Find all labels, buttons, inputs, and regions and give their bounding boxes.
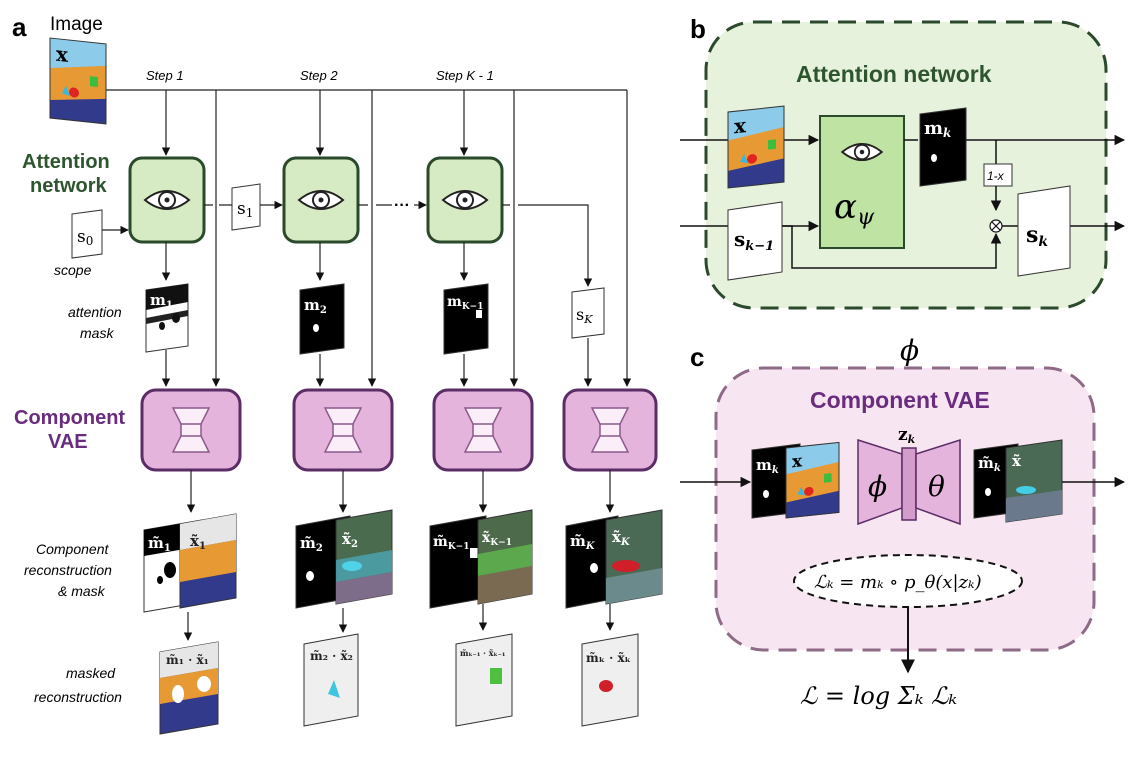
one-minus-x-box xyxy=(983,163,1013,187)
svg-text:m̃K−1: m̃K−1 xyxy=(433,533,469,552)
svg-text:x: x xyxy=(792,451,803,472)
scope-output: sk xyxy=(1017,185,1071,277)
attention-mask-3: mK−1 xyxy=(443,283,489,355)
vae-panel-title: Component VAE xyxy=(810,387,990,413)
svg-text:mk: mk xyxy=(924,118,951,140)
phi-top-label: ϕ xyxy=(900,334,919,367)
masked-recon-2: m̃₂ · x̃₂ xyxy=(303,633,359,727)
svg-text:m1: m1 xyxy=(150,291,173,311)
attention-mask-1: m1 xyxy=(145,283,189,353)
svg-text:αψ: αψ xyxy=(834,187,875,230)
step-label-3: Step K - 1 xyxy=(436,68,494,83)
vae-label-line2: VAE xyxy=(48,431,88,453)
scope-label: scope xyxy=(54,262,92,278)
svg-text:x̃K−1: x̃K−1 xyxy=(482,529,512,548)
attention-label-line1: Attention xyxy=(22,151,110,173)
vae-box-3 xyxy=(432,388,534,472)
masked-label-line1: masked xyxy=(66,665,116,681)
scope-input: sk−1 xyxy=(727,201,783,281)
panel-letter-c: c xyxy=(690,342,704,372)
total-loss-formula: ℒ = log Σₖ ℒₖ xyxy=(800,682,957,710)
scope-s0: s0 xyxy=(71,209,103,259)
loss-k-formula: ℒₖ = mₖ ∘ p_θ(x|zₖ) xyxy=(814,572,982,593)
vae-box-1 xyxy=(140,388,242,472)
svg-text:m2: m2 xyxy=(304,296,327,316)
vae-input-image: x xyxy=(785,441,840,519)
attention-mask-2: m2 xyxy=(299,283,345,355)
svg-text:s0: s0 xyxy=(77,227,93,248)
masked-label-line2: reconstruction xyxy=(34,689,122,705)
svg-text:m̃2: m̃2 xyxy=(300,534,323,554)
image-bus xyxy=(106,89,632,387)
step-label-1: Step 1 xyxy=(146,68,184,83)
attention-panel-title: Attention network xyxy=(796,61,992,87)
svg-text:x: x xyxy=(734,113,747,138)
svg-text:m̃K: m̃K xyxy=(570,532,596,552)
attention-input-image: x xyxy=(727,105,785,189)
svg-text:x̃2: x̃2 xyxy=(342,530,358,550)
masked-recon-4: m̃ₖ · x̃ₖ xyxy=(581,633,639,727)
svg-text:mk: mk xyxy=(756,456,779,476)
attention-box-2 xyxy=(282,156,360,244)
recon-pair-4: m̃K x̃K xyxy=(565,509,663,609)
attention-label-line2: network xyxy=(30,175,108,197)
panel-letter-a: a xyxy=(12,12,27,42)
one-minus-x-label: 1-x xyxy=(987,169,1005,183)
svg-text:x̃1: x̃1 xyxy=(190,532,206,552)
masked-recon-3: m̃ₖ₋₁ · x̃ₖ₋₁ xyxy=(455,633,513,727)
image-label: Image xyxy=(50,14,103,35)
svg-text:sk−1: sk−1 xyxy=(734,227,774,254)
vae-label-line1: Component xyxy=(14,407,125,429)
recon-label-line3: & mask xyxy=(58,583,106,599)
attention-mask-label-line1: attention xyxy=(68,304,122,320)
vae-box-4 xyxy=(562,388,658,472)
svg-text:m̃k: m̃k xyxy=(978,454,1001,474)
svg-text:m̃ₖ₋₁ · x̃ₖ₋₁: m̃ₖ₋₁ · x̃ₖ₋₁ xyxy=(460,648,505,658)
svg-text:sk: sk xyxy=(1026,222,1048,250)
svg-text:m̃ₖ · x̃ₖ: m̃ₖ · x̃ₖ xyxy=(586,651,631,665)
recon-pair-1: m̃1 x̃1 xyxy=(143,513,237,613)
svg-text:s1: s1 xyxy=(237,199,253,220)
alpha-box: αψ xyxy=(819,115,905,249)
attention-box-1 xyxy=(128,156,206,244)
svg-text:zk: zk xyxy=(898,425,916,446)
svg-text:m̃₁ · x̃₁: m̃₁ · x̃₁ xyxy=(166,653,209,667)
scope-sK: sK xyxy=(571,287,605,339)
image-x-symbol: x xyxy=(56,42,69,67)
attention-panel xyxy=(704,20,1108,310)
svg-text:x̃K: x̃K xyxy=(612,528,631,548)
svg-text:sK: sK xyxy=(576,305,593,326)
vae-box-2 xyxy=(292,388,394,472)
masked-recon-1: m̃₁ · x̃₁ xyxy=(159,641,219,735)
step-label-2: Step 2 xyxy=(300,68,338,83)
input-image: x xyxy=(49,37,107,125)
recon-pair-3: m̃K−1 x̃K−1 xyxy=(429,509,533,609)
mask-output: mk xyxy=(919,107,967,187)
recon-label-line1: Component xyxy=(36,541,109,557)
svg-text:m̃₂ · x̃₂: m̃₂ · x̃₂ xyxy=(310,649,353,663)
svg-text:ϕ: ϕ xyxy=(868,470,887,503)
scope-s1: s1 xyxy=(231,183,261,231)
ellipsis: ··· xyxy=(394,197,410,214)
attention-box-3 xyxy=(426,156,504,244)
recon-pair-2: m̃2 x̃2 xyxy=(295,509,393,609)
vae-output-image: x̃ xyxy=(1005,439,1063,523)
svg-text:mK−1: mK−1 xyxy=(447,294,483,312)
recon-label-line2: reconstruction xyxy=(24,562,112,578)
encoder-decoder: ϕ θ zk xyxy=(857,425,961,526)
svg-text:θ: θ xyxy=(928,470,945,503)
svg-text:x̃: x̃ xyxy=(1012,452,1022,470)
svg-text:m̃1: m̃1 xyxy=(148,534,171,554)
panel-letter-b: b xyxy=(690,14,706,44)
attention-mask-label-line2: mask xyxy=(80,325,114,341)
